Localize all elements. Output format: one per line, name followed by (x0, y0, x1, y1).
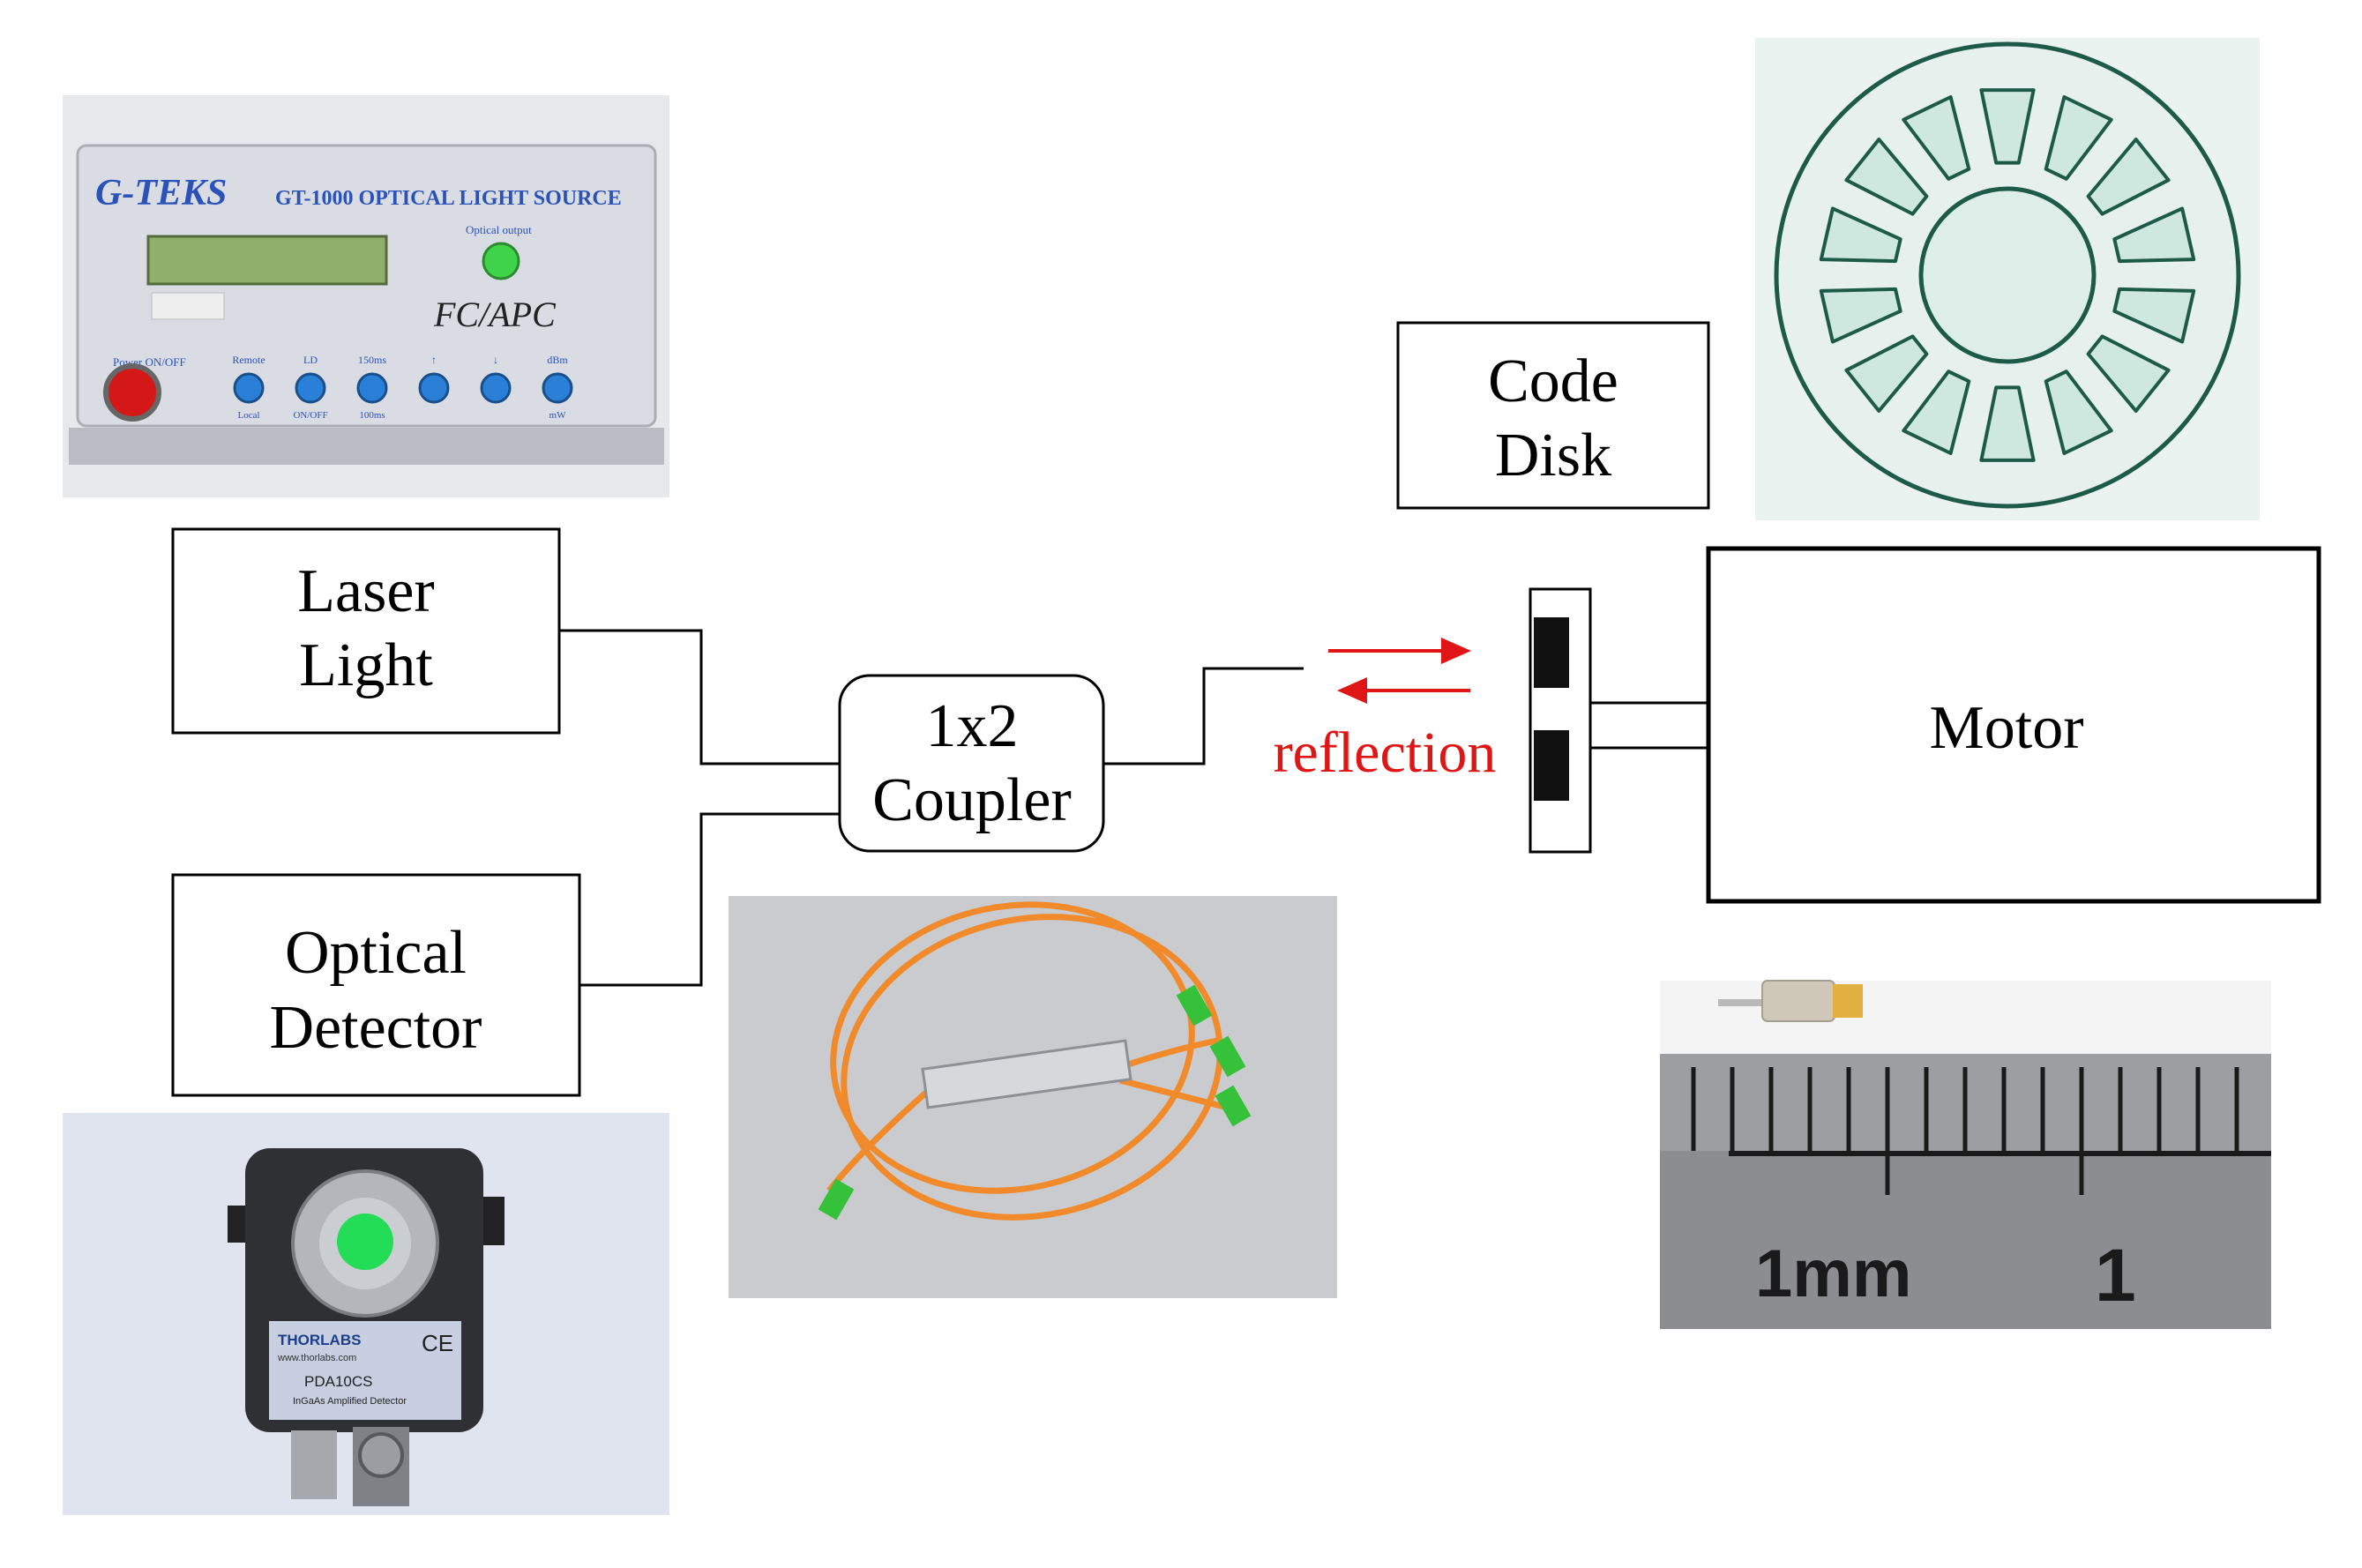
light-source-button-label: ↑ (431, 354, 437, 366)
code-disk-label-line2: Disk (1495, 422, 1611, 489)
light-source-button-label: ↓ (493, 354, 498, 366)
light-source-button-sublabel: mW (549, 410, 567, 421)
light-source-button (542, 372, 573, 404)
ruler-tick (2040, 1067, 2045, 1151)
detector-to-coupler-line (579, 812, 840, 987)
detector-description: InGaAs Amplified Detector (293, 1396, 407, 1407)
svg-text:CE: CE (422, 1330, 453, 1356)
code-disk-slot (2086, 334, 2171, 413)
coupler-label-line2: Coupler (872, 766, 1072, 834)
motor-box (1706, 546, 2321, 904)
ruler-tick (1730, 1067, 1735, 1151)
ruler-tick (1807, 1067, 1813, 1151)
light-source-button-sublabel: Local (237, 410, 259, 421)
light-source-button (418, 372, 450, 404)
light-source-button-sublabel: ON/OFF (293, 410, 327, 421)
code-disk-box (1396, 321, 1710, 510)
reflection-label: reflection (1274, 721, 1497, 785)
code-disk-slot (1902, 95, 1971, 181)
ruler-number-label: 1 (2095, 1234, 2136, 1317)
light-source-button-label: LD (303, 354, 318, 366)
laser-light-label-line1: Laser (297, 557, 434, 625)
code-disk-label-line1: Code (1488, 347, 1618, 415)
optical-output-label: Optical output (466, 223, 532, 236)
laser-light-box (171, 527, 561, 735)
light-source-button-sublabel: 100ms (359, 410, 385, 421)
detector-model: PDA10CS (304, 1373, 372, 1390)
code-disk-slot (1979, 88, 2036, 165)
detector-photo: THORLABS www.thorlabs.com CE PDA10CS InG… (63, 1113, 669, 1515)
light-source-button (480, 372, 512, 404)
ruler-tick (2195, 1067, 2201, 1151)
optical-detector-label-line1: Optical (285, 919, 467, 987)
light-source-button-label: Remote (232, 354, 265, 366)
disk-mark-lower (1534, 730, 1569, 801)
detector-brand: THORLABS (278, 1332, 361, 1348)
detector-label-plate (269, 1321, 461, 1420)
ruler-unit-label: 1mm (1755, 1236, 1911, 1311)
code-disk-slot (1844, 334, 1929, 413)
ruler-tick (2118, 1067, 2123, 1151)
fiber-coupler-photo (729, 896, 1337, 1298)
coupler-to-disk-line (1103, 667, 1304, 765)
light-source-button (356, 372, 388, 404)
ruler-tick (2001, 1067, 2007, 1151)
code-disk-hub (1918, 186, 2097, 364)
coupler-body (921, 1039, 1132, 1109)
ruler-tick (2156, 1067, 2162, 1151)
detector-button (337, 1213, 393, 1270)
power-button (103, 363, 161, 422)
light-source-model: GT-1000 OPTICAL LIGHT SOURCE (275, 187, 622, 210)
detector-website: www.thorlabs.com (277, 1353, 356, 1363)
ruler-tick (1768, 1067, 1774, 1151)
optical-output-connector (482, 242, 520, 280)
light-source-brand: G-TEKS (95, 173, 227, 213)
optical-detector-box (171, 873, 581, 1097)
lcd-display (146, 235, 388, 286)
laser-light-label-line2: Light (299, 631, 433, 699)
code-disk-slots (1819, 88, 2196, 462)
ruler-tick (1924, 1067, 1929, 1151)
ruler-tick (1962, 1067, 1968, 1151)
reflection-arrows (1328, 638, 1471, 704)
ruler-tick (1846, 1067, 1851, 1151)
coupler-label-line1: 1x2 (926, 692, 1019, 760)
code-disk-slot (1979, 385, 2036, 462)
motor-label: Motor (1930, 694, 2084, 762)
light-source-button-label: 150ms (358, 354, 386, 366)
micro-motor (1761, 980, 1835, 1022)
ruler-tick (1885, 1067, 1890, 1195)
ruler-tick (1691, 1067, 1696, 1151)
code-disk-slot (2044, 95, 2113, 181)
laser-to-coupler-line (559, 629, 840, 765)
code-disk-slot (1819, 287, 1902, 344)
ruler-tick (2234, 1067, 2239, 1151)
light-source-photo: G-TEKS GT-1000 OPTICAL LIGHT SOURCE Opti… (63, 95, 669, 497)
handwritten-label: FC/APC (433, 295, 557, 334)
code-disk-slot (2086, 138, 2171, 216)
light-source-button (233, 372, 265, 404)
code-disk-slot (1902, 370, 1971, 455)
code-disk-photo (1755, 38, 2260, 520)
light-source-button-label: dBm (547, 354, 568, 366)
code-disk-slot (1844, 138, 1929, 216)
code-disk-slot (2112, 287, 2196, 344)
motor-ruler-photo: 1mm 1 (1660, 980, 2271, 1329)
code-disk-slot (2112, 206, 2196, 264)
ruler-ticks (1691, 1067, 2239, 1195)
code-disk-slot (2044, 370, 2113, 455)
light-source-button (295, 372, 326, 404)
ruler-tick (2079, 1067, 2084, 1195)
code-disk-slot (1819, 206, 1902, 264)
optical-detector-label-line2: Detector (270, 994, 482, 1062)
disk-mark-upper (1534, 617, 1569, 688)
fiber-connectors (818, 984, 1252, 1221)
